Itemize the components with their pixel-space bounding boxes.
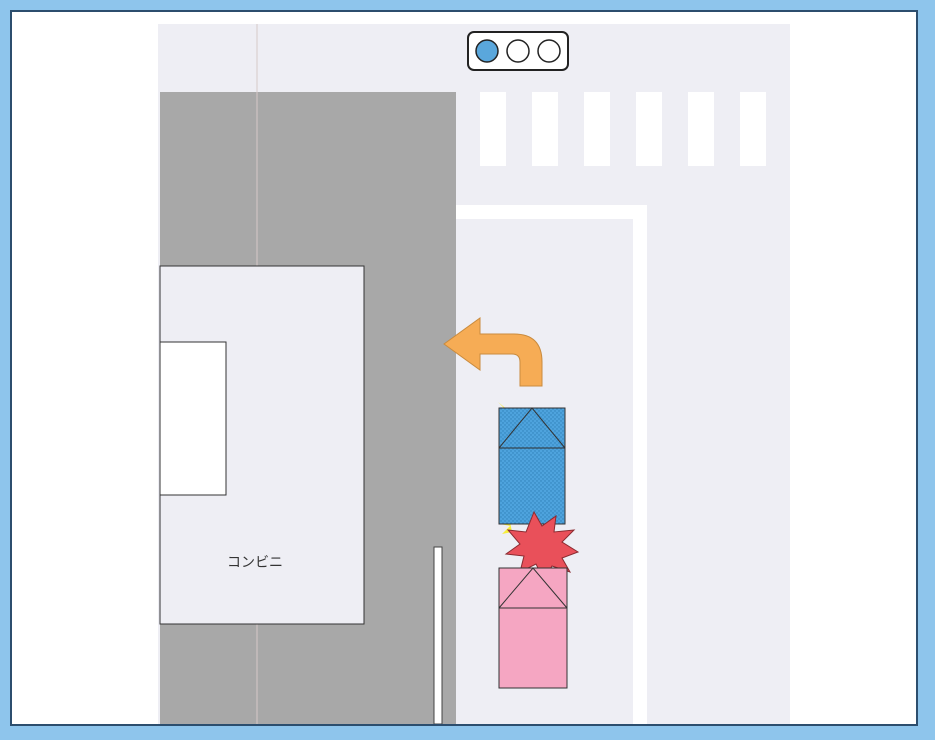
curb-pole [433,546,443,724]
lane-marking [456,205,647,724]
diagram-frame: コンビニ [10,10,918,726]
store-label: コンビニ [227,555,283,571]
yellow-light [506,39,530,63]
crosswalk [480,92,766,166]
blue-car [498,407,566,525]
left-turn-arrow [443,317,543,387]
traffic-signal [467,31,569,71]
blue-light [475,39,499,63]
pink-car [498,567,568,689]
accident-diagram: コンビニ [158,24,790,724]
collision-burst [504,510,580,582]
store-entrance [159,341,227,496]
red-light [537,39,561,63]
